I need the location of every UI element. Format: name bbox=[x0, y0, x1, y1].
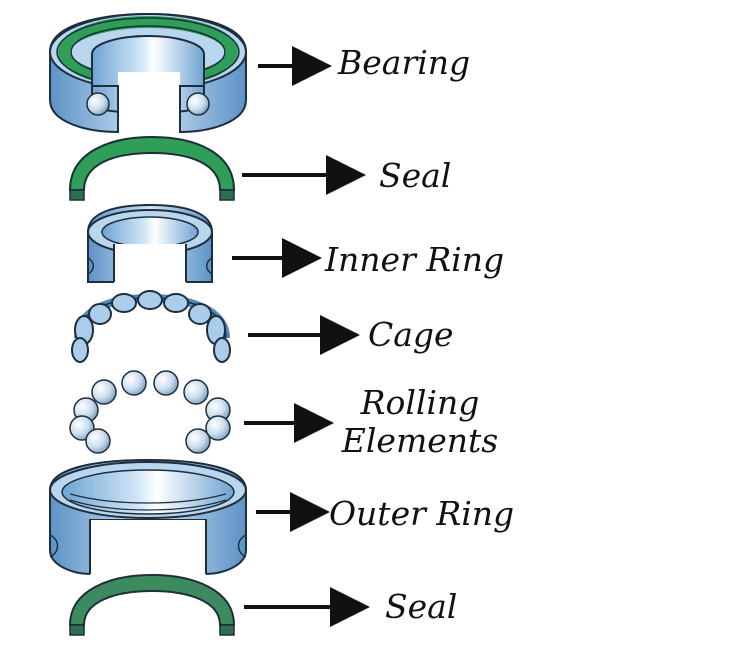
label-cage: Cage bbox=[368, 315, 454, 354]
seal-bottom bbox=[68, 573, 236, 636]
label-bearing: Bearing bbox=[338, 43, 471, 82]
label-seal-bottom: Seal bbox=[385, 587, 458, 626]
label-rolling-line2: Elements bbox=[341, 421, 499, 460]
outer-ring bbox=[49, 458, 247, 576]
label-seal-top: Seal bbox=[379, 156, 452, 195]
cage bbox=[71, 290, 231, 363]
assembled-bearing bbox=[49, 12, 247, 134]
label-inner-ring: Inner Ring bbox=[325, 240, 505, 279]
label-outer-ring: Outer Ring bbox=[329, 494, 515, 533]
label-rolling-line1: Rolling bbox=[360, 383, 480, 422]
rolling-elements bbox=[69, 370, 231, 454]
inner-ring bbox=[87, 203, 213, 284]
seal-top bbox=[68, 135, 236, 201]
label-rolling-elements: Rolling Elements bbox=[340, 384, 500, 460]
